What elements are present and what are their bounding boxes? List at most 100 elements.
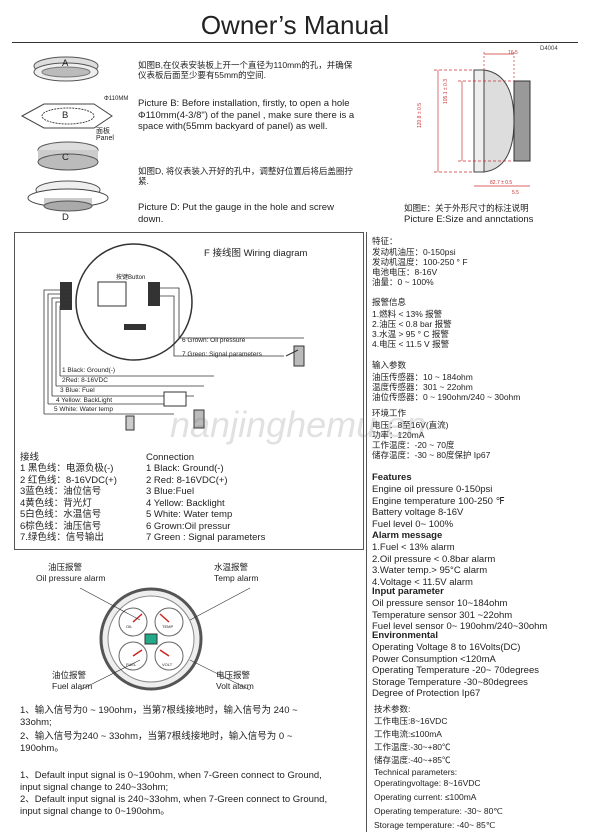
volt-alarm-en: Volt alarm (216, 681, 254, 691)
list-item: 3 Blue:Fuel (146, 486, 195, 497)
list-item: Temperature sensor 301 ~22ohm (372, 609, 513, 621)
list-item: Engine oil pressure 0-150psi (372, 484, 493, 495)
dim-depth: 82.7 ± 0.5 (490, 180, 513, 186)
list-item: Power Consumption <120mA (372, 653, 496, 665)
list-item: 1 Black: Ground(-) (146, 463, 224, 474)
list-item: 1 黑色线：电源负极(-) (20, 463, 114, 474)
list-item: 工作电流:≤100mA (374, 729, 442, 739)
list-item: 5 White: Water temp (146, 509, 233, 520)
list-item: 工作温度：-20 ~ 70度 (372, 440, 455, 450)
list-item: 4黄色线：背光灯 (20, 497, 92, 509)
column-divider (366, 232, 367, 832)
label-c: C (62, 152, 69, 163)
list-item: Operating temperature: -30~ 80℃ (374, 806, 503, 816)
note-en-2: 2、Default input signal is 240~33ohm, whe… (20, 794, 328, 817)
connection-cn-title: 接线 (20, 452, 40, 463)
connection-cn-list: 1 黑色线：电源负极(-) 2 红色线：8-16VDC(+) 3蓝色线：油位信号… (20, 463, 117, 544)
picture-e-cn: 如图E：关于外形尺寸的标注说明 (404, 203, 529, 213)
env-en-list: Operating Voltage 8 to 16Volts(DC) Power… (372, 642, 539, 700)
tech-en-title: Technical parameters: (374, 767, 458, 777)
dim-body: 105.1 ± 0.3 (443, 79, 449, 104)
connection-en-list: 1 Black: Ground(-) 2 Red: 8-16VDC(+) 3 B… (146, 463, 265, 544)
wire-label-6: 6 Grown: Oil pressure (182, 337, 246, 344)
list-item: Operating current: ≤100mA (374, 792, 477, 802)
installation-illustration (20, 56, 113, 212)
list-item: 6棕色线：油压信号 (20, 520, 102, 532)
list-item: 4 Yellow: Backlight (146, 497, 225, 509)
volt-alarm-cn: 电压报警 (216, 670, 251, 680)
features-en-list: Engine oil pressure 0-150psi Engine temp… (372, 484, 505, 530)
input-en-list: Oil pressure sensor 10~184ohm Temperatur… (372, 598, 547, 633)
oil-alarm-cn: 油压报警 (48, 562, 83, 572)
label-a: A (62, 58, 69, 69)
list-item: Storage Temperature -30~80degrees (372, 676, 528, 688)
list-item: 7 Green : Signal parameters (146, 532, 266, 543)
label-b: B (62, 110, 69, 121)
list-item: 工作电压:8~16VDC (374, 716, 448, 726)
input-cn-title: 输入参数 (372, 360, 407, 370)
dial-label-oil: OIL (126, 624, 133, 629)
env-cn-list: 电压：8至16V(直流) 功率：120mA 工作温度：-20 ~ 70度 储存温… (372, 420, 490, 460)
list-item: 7.绿色线：信号输出 (20, 532, 104, 543)
list-item: Operating Voltage 8 to 16Volts(DC) (372, 642, 521, 653)
list-item: 油位传感器：0 ~ 190ohm/240 ~ 30ohm (372, 392, 521, 402)
list-item: 油量：0 ~ 100% (372, 277, 434, 287)
watermark: nanjinghemu.en (170, 404, 427, 445)
gauge-illustration (99, 587, 203, 691)
wire-label-5: 5 White: Water temp (54, 406, 113, 413)
connection-en-title: Connection (146, 452, 195, 463)
dim-bezel: 16.5 (508, 50, 518, 56)
wire-label-1: 1 Black: Ground(-) (62, 367, 116, 374)
list-item: 3蓝色线：油位信号 (20, 486, 102, 497)
list-item: Degree of Protection Ip67 (372, 688, 481, 699)
alarm-en-list: 1.Fuel < 13% alarm 2.Oil pressure < 0.8b… (372, 542, 495, 588)
wire-label-7: 7 Green: Signal parameters (182, 351, 262, 358)
dimension-drawing (434, 52, 531, 187)
panel-label-en: Panel (96, 135, 114, 142)
list-item: 油压传感器：10 ~ 184ohm (372, 372, 473, 382)
alarm-pointer-lines (79, 587, 251, 691)
features-cn-title: 特征： (372, 236, 398, 246)
list-item: 发动机温度：100-250 ° F (372, 257, 468, 267)
list-item: 1.燃料 < 13% 报警 (372, 309, 443, 319)
input-cn-list: 油压传感器：10 ~ 184ohm 温度传感器：301 ~ 22ohm 油位传感… (372, 372, 520, 402)
fuel-alarm-en: Fuel alarm (52, 681, 93, 691)
note-cn-2: 2、输入信号为240 ~ 33ohm，当第7根线接地时，输入信号为 0 ~ 19… (20, 731, 293, 754)
title-divider (12, 42, 578, 43)
wire-label-2: 2Red: 8-16VDC (62, 377, 108, 384)
label-d: D (62, 212, 69, 223)
note-cn-1: 1、输入信号为0 ~ 190ohm，当第7根线接地时，输入信号为 240 ~ 3… (20, 705, 298, 728)
panel-label-cn: 面板 (96, 128, 110, 135)
list-item: 发动机油压：0-150psi (372, 247, 456, 257)
document-code: D4004 (540, 46, 558, 52)
features-en-title: Features (372, 472, 412, 483)
list-item: 温度传感器：301 ~ 22ohm (372, 382, 473, 392)
list-item: 1.Fuel < 13% alarm (372, 542, 455, 553)
temp-alarm-en: Temp alarm (214, 573, 259, 583)
tech-cn-title: 技术参数: (374, 704, 411, 714)
install-b-en: Picture B: Before installation, firstly,… (138, 98, 355, 132)
list-item: 电压：8至16V(直流) (372, 420, 449, 430)
list-item: 工作温度:-30~+80℃ (374, 742, 451, 752)
list-item: 2.油压 < 0.8 bar 报警 (372, 319, 452, 329)
oil-alarm-en: Oil pressure alarm (36, 573, 106, 583)
page-title: Owner’s Manual (200, 10, 390, 40)
tech-cn-list: 工作电压:8~16VDC 工作电流:≤100mA 工作温度:-30~+80℃ 储… (374, 716, 451, 765)
list-item: Engine temperature 100-250 ℉ (372, 495, 505, 507)
list-item: 6 Grown:Oil pressur (146, 520, 231, 532)
list-item: Operating Temperature -20~ 70degrees (372, 665, 539, 676)
temp-alarm-cn: 水温报警 (214, 562, 249, 572)
features-cn-list: 发动机油压：0-150psi 发动机温度：100-250 ° F 电池电压：8-… (372, 247, 468, 287)
button-label: 按键Button (116, 275, 146, 281)
list-item: 2.Oil pressure < 0.8bar alarm (372, 553, 496, 565)
alarm-cn-list: 1.燃料 < 13% 报警 2.油压 < 0.8 bar 报警 3.水温 > 9… (372, 309, 452, 349)
list-item: 3.Water temp.> 95°C alarm (372, 565, 488, 576)
list-item: Fuel level sensor 0~ 190ohm/240~30ohm (372, 621, 548, 632)
list-item: 5白色线：水温信号 (20, 509, 102, 520)
list-item: 储存温度:-40~+85℃ (374, 755, 451, 765)
wiring-diagram-box (14, 232, 364, 550)
list-item: 2 Red: 8-16VDC(+) (146, 474, 228, 486)
tech-en-list: Operatingvoltage: 8~16VDC Operating curr… (374, 778, 503, 830)
picture-e-en: Picture E:Size and annctations (404, 214, 534, 225)
hole-size-label: Φ110MM (104, 96, 129, 102)
